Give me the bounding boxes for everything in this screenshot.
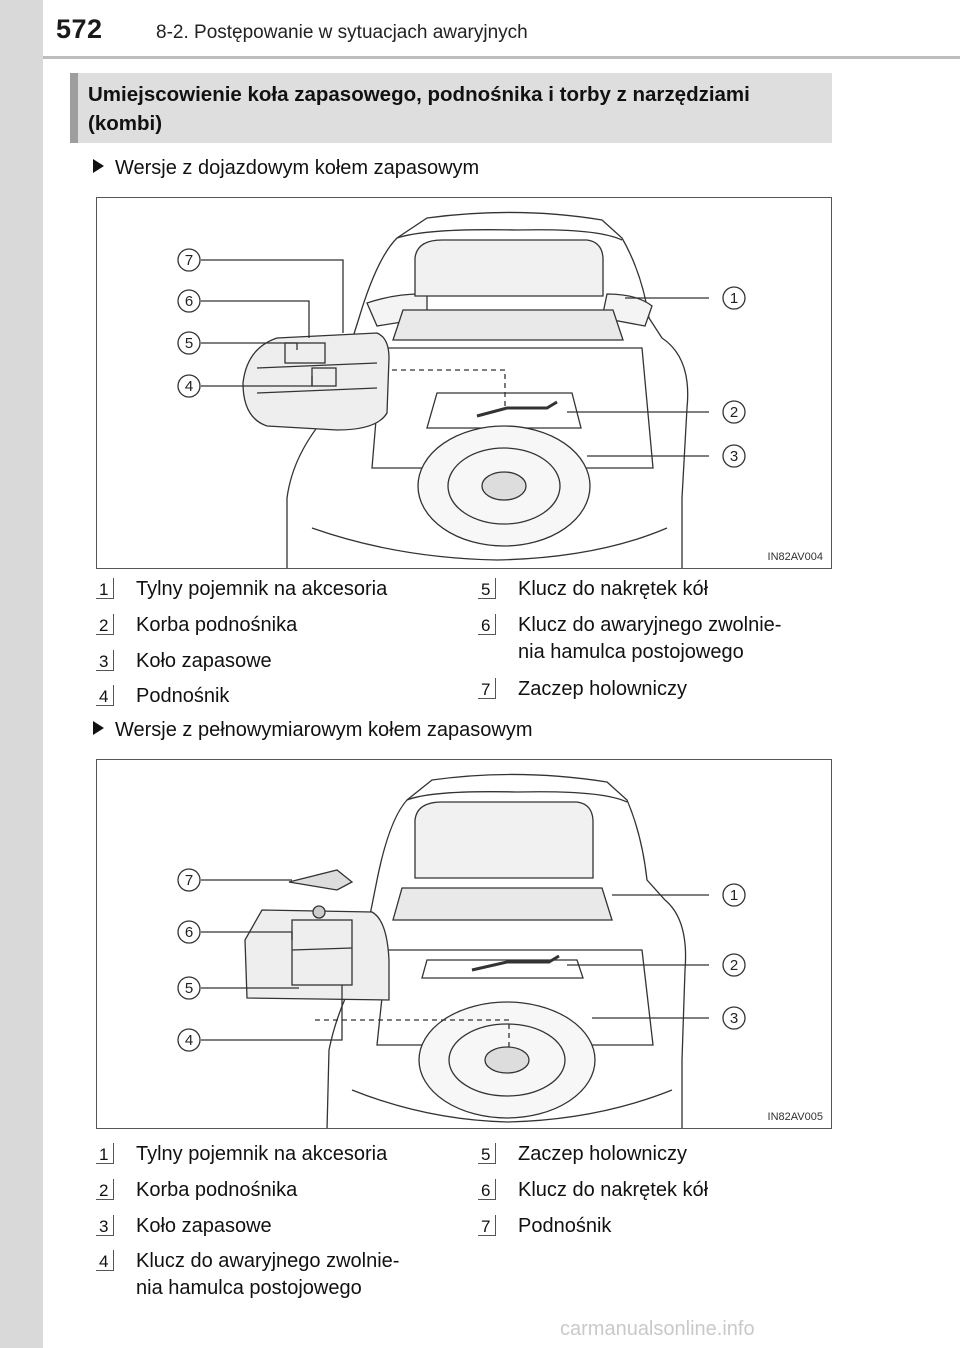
subheading-full-spare: Wersje z pełnowymiarowym kołem zapasowym: [93, 719, 533, 742]
callout-5: 5: [185, 335, 193, 352]
watermark: carmanualsonline.info: [560, 1318, 755, 1340]
callout-6: 6: [185, 293, 193, 310]
callout-2: 2: [730, 404, 738, 421]
callout-3: 3: [730, 1010, 738, 1027]
callout-2: 2: [730, 957, 738, 974]
bullet-triangle-icon: [93, 721, 104, 735]
callout-6: 6: [185, 924, 193, 941]
figure-code: IN82AV005: [767, 1111, 823, 1123]
callout-7: 7: [185, 872, 193, 889]
subheading-compact-spare: Wersje z dojazdowym kołem zapasowym: [93, 157, 479, 180]
trunk-illustration-compact: 7 6 5 4 1 2 3: [177, 211, 746, 568]
callout-7: 7: [185, 252, 193, 269]
bullet-triangle-icon: [93, 159, 104, 173]
callout-3: 3: [730, 448, 738, 465]
title-accent-bar: [70, 73, 78, 143]
callout-1: 1: [730, 290, 738, 307]
figure-compact-spare: 7 6 5 4 1 2 3 IN82AV004: [96, 197, 832, 569]
callout-5: 5: [185, 980, 193, 997]
page-number: 572: [56, 14, 103, 44]
callout-4: 4: [185, 378, 193, 395]
topic-title: Umiejscowienie koła zapasowego, podnośni…: [88, 83, 750, 135]
page-edge-strip: [0, 0, 43, 1348]
section-title: 8-2. Postępowanie w sytuacjach awaryjnyc…: [156, 22, 528, 43]
figure-code: IN82AV004: [767, 551, 823, 563]
figure-full-spare: 7 6 5 4 1 2 3 IN82AV005: [96, 759, 832, 1129]
header-rule: [43, 56, 960, 59]
topic-title-box: Umiejscowienie koła zapasowego, podnośni…: [70, 73, 832, 143]
trunk-illustration-full: 7 6 5 4 1 2 3: [177, 773, 746, 1128]
callout-1: 1: [730, 887, 738, 904]
callout-4: 4: [185, 1032, 193, 1049]
